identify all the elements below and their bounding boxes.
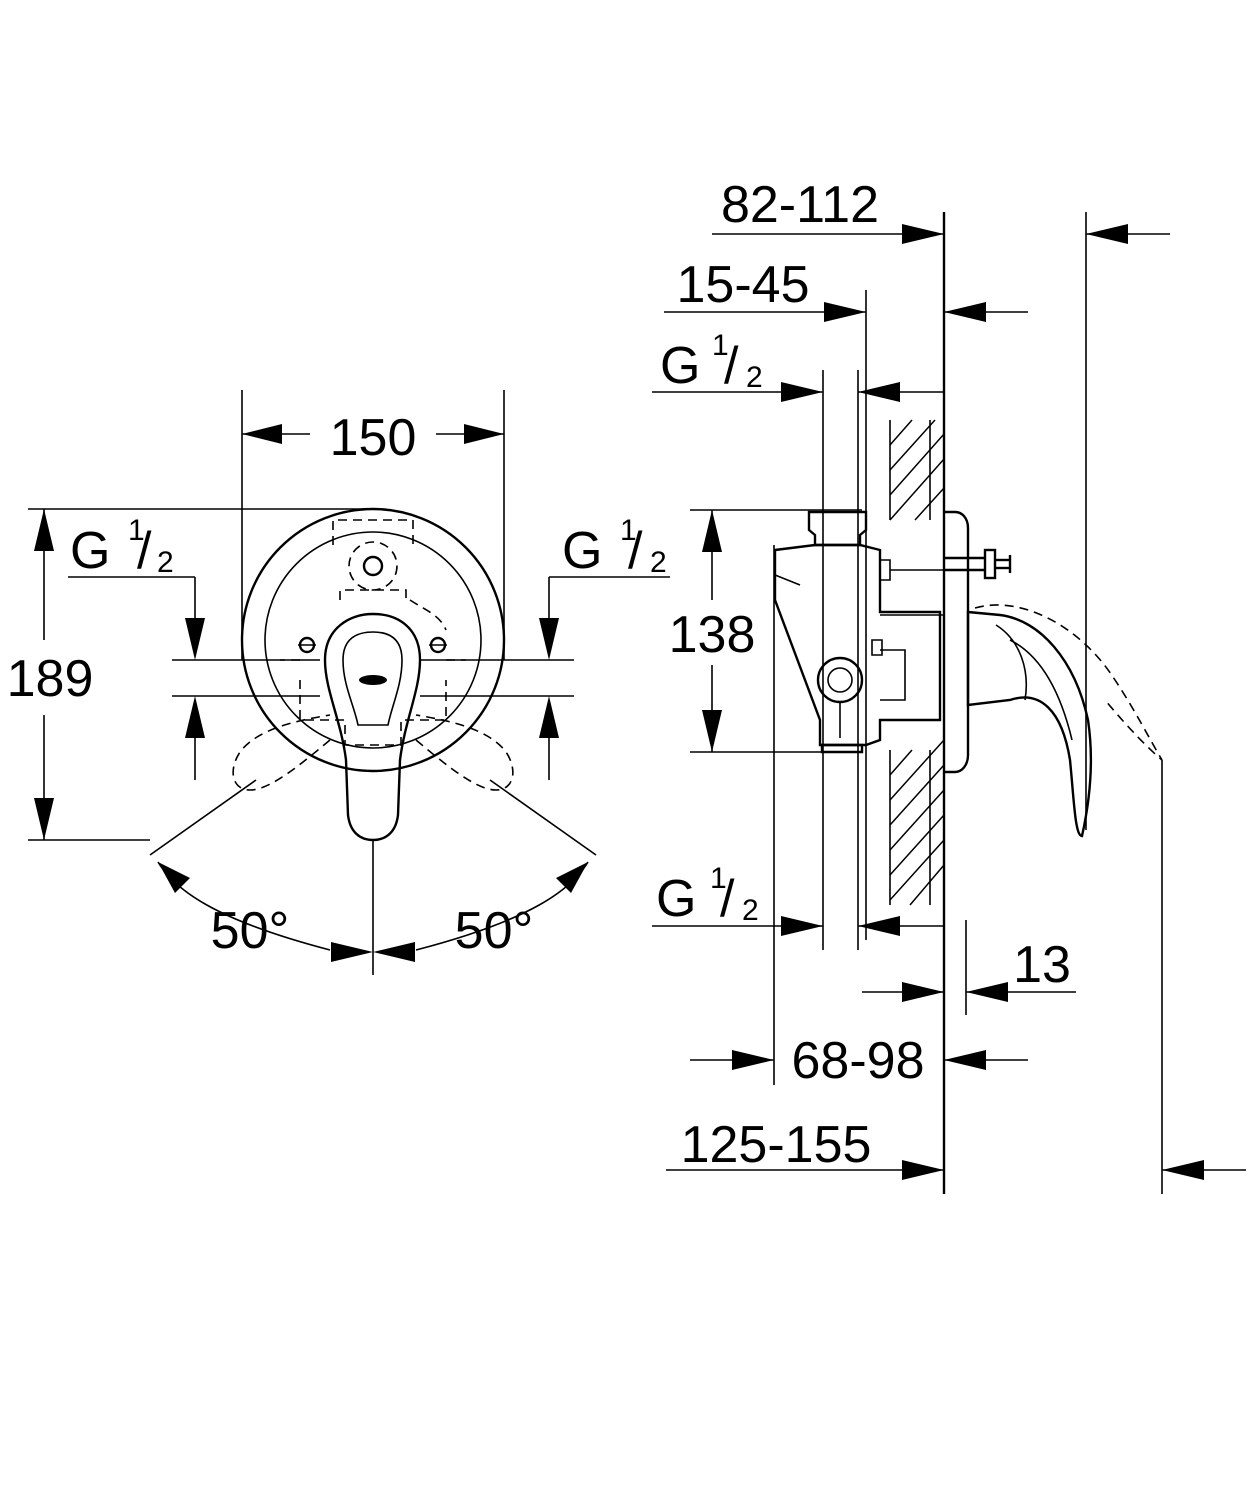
cover-plate xyxy=(944,510,970,774)
valve-body xyxy=(773,510,944,754)
mounting-screws xyxy=(298,636,447,654)
wall-section xyxy=(865,212,946,1194)
dimension-13-label: 13 xyxy=(1013,936,1071,994)
thread-bottom-label: G 1 / 2 xyxy=(656,862,759,928)
dimension-189-label: 189 xyxy=(7,650,94,708)
handle-position-right xyxy=(415,714,514,791)
thread-right-label: G 1 / 2 xyxy=(562,514,667,580)
dimension-13: 13 xyxy=(862,936,1076,1002)
dimension-82-112: 82-112 xyxy=(712,176,1170,244)
handle-position-left xyxy=(232,714,331,791)
dimension-68-98: 68-98 xyxy=(690,1032,1028,1090)
escutcheon-inner xyxy=(264,531,482,749)
angle-right-label: 50° xyxy=(455,902,534,960)
lever-inner-outline xyxy=(342,631,403,726)
thread-left-dimension: G 1 / 2 xyxy=(68,514,320,780)
thread-top-dimension: G 1 / 2 xyxy=(652,329,944,402)
dimension-189: 189 xyxy=(7,508,380,841)
thread-top-label: G 1 / 2 xyxy=(660,329,763,395)
thread-bottom-dimension: G 1 / 2 xyxy=(652,862,944,936)
dimension-68-98-label: 68-98 xyxy=(792,1032,925,1090)
lever-handle xyxy=(323,612,422,842)
dimension-15-45-label: 15-45 xyxy=(677,256,810,314)
dimension-82-112-label: 82-112 xyxy=(721,176,879,234)
thread-left-label: G 1 / 2 xyxy=(70,514,174,580)
diverter-pin xyxy=(944,548,1012,580)
dimension-138: 138 xyxy=(669,509,862,753)
angle-right-dimension: 50° xyxy=(373,861,589,962)
dimension-125-155-label: 125-155 xyxy=(681,1116,872,1174)
logo-mark xyxy=(359,675,387,685)
lever-side xyxy=(966,610,1093,838)
hidden-valve-body xyxy=(280,519,466,746)
dimension-150-label: 150 xyxy=(330,409,417,467)
thread-right-dimension: G 1 / 2 xyxy=(420,514,670,780)
dimension-125-155: 125-155 xyxy=(666,1116,1246,1180)
angle-left-label: 50° xyxy=(211,902,290,960)
lever-swing-path xyxy=(974,604,1163,761)
angle-left-dimension: 50° xyxy=(157,861,373,962)
lever-side-detail xyxy=(995,624,1073,741)
side-view: 82-112 15-45 G 1 / 2 xyxy=(652,176,1246,1194)
front-view: 150 189 G 1 / 2 xyxy=(7,390,670,975)
escutcheon-plate xyxy=(240,507,506,773)
dimension-15-45: 15-45 xyxy=(664,256,1028,322)
dimension-138-label: 138 xyxy=(669,606,756,664)
dimension-150: 150 xyxy=(241,390,505,660)
